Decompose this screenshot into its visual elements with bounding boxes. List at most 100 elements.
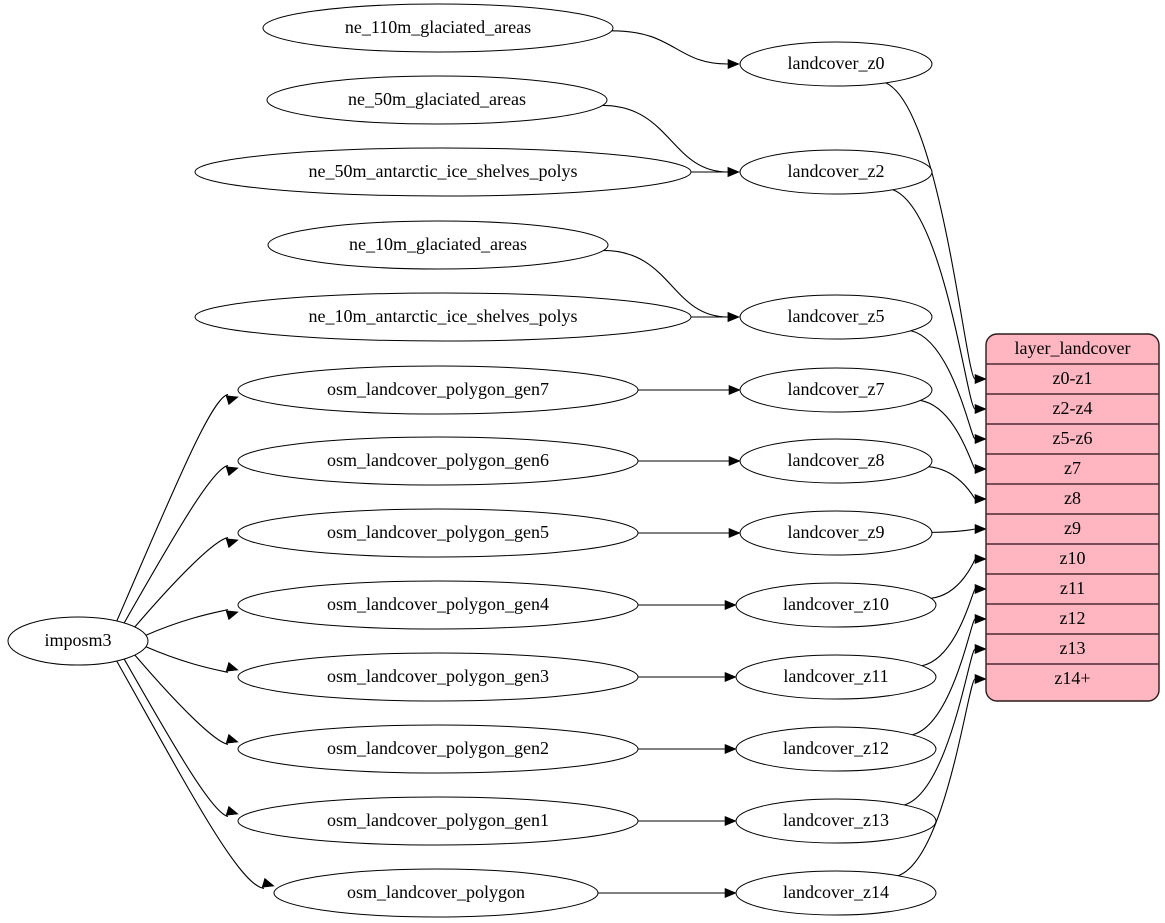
node-osm_landcover_polygon_gen5[interactable]: osm_landcover_polygon_gen5 xyxy=(237,508,639,558)
node-ne_110m_glaciated_areas[interactable]: ne_110m_glaciated_areas xyxy=(262,3,614,53)
node-label: landcover_z2 xyxy=(788,161,885,181)
edge-arrowhead xyxy=(974,613,987,625)
node-osm_landcover_polygon_gen6[interactable]: osm_landcover_polygon_gen6 xyxy=(237,436,639,486)
edge-ne_50m_glaciated_areas-to-landcover_z2 xyxy=(602,104,729,173)
node-osm_landcover_polygon_gen1[interactable]: osm_landcover_polygon_gen1 xyxy=(237,796,639,846)
node-shape xyxy=(237,796,639,846)
node-shape xyxy=(7,616,149,666)
node-landcover_z9[interactable]: landcover_z9 xyxy=(739,510,933,556)
edge-landcover_z13-to-table-row-9 xyxy=(904,648,976,806)
edge-arrowhead xyxy=(974,433,987,445)
node-osm_landcover_polygon_gen4[interactable]: osm_landcover_polygon_gen4 xyxy=(237,580,639,630)
node-landcover_z14[interactable]: landcover_z14 xyxy=(735,870,937,916)
node-osm_landcover_polygon[interactable]: osm_landcover_polygon xyxy=(273,868,599,918)
edge-arrowhead xyxy=(225,538,239,549)
node-shape xyxy=(237,580,639,630)
edge-arrowhead xyxy=(724,815,737,827)
node-label: landcover_z12 xyxy=(783,738,889,758)
node-landcover_z11[interactable]: landcover_z11 xyxy=(735,654,937,700)
edge-landcover_z11-to-table-row-7 xyxy=(921,588,976,667)
node-landcover_z2[interactable]: landcover_z2 xyxy=(739,149,933,195)
edge-arrowhead xyxy=(974,373,987,385)
node-label: osm_landcover_polygon_gen1 xyxy=(327,810,549,830)
node-osm_landcover_polygon_gen2[interactable]: osm_landcover_polygon_gen2 xyxy=(237,724,639,774)
edge-arrowhead xyxy=(974,493,987,505)
node-landcover_z12[interactable]: landcover_z12 xyxy=(735,726,937,772)
edge-landcover_z8-to-table-row-4 xyxy=(928,466,976,500)
edge-imposm3-to-osm_landcover_polygon_gen7 xyxy=(116,394,229,622)
edge-arrowhead xyxy=(225,661,239,672)
node-shape xyxy=(735,726,937,772)
edge-landcover_z14-to-table-row-10 xyxy=(897,678,976,877)
edge-arrowhead xyxy=(727,311,740,323)
node-ne_10m_glaciated_areas[interactable]: ne_10m_glaciated_areas xyxy=(267,220,609,270)
node-shape xyxy=(237,436,639,486)
node-label: landcover_z5 xyxy=(788,306,885,326)
edge-arrowhead xyxy=(728,384,741,396)
table-row-z14+[interactable]: z14+ xyxy=(1054,668,1090,688)
edge-landcover_z12-to-table-row-8 xyxy=(912,618,976,736)
edge-arrowhead xyxy=(728,455,741,467)
edge-landcover_z5-to-table-row-2 xyxy=(910,330,976,440)
edge-arrowhead xyxy=(974,583,987,595)
node-shape xyxy=(266,75,608,125)
node-shape xyxy=(262,3,614,53)
edge-arrowhead xyxy=(724,671,737,683)
node-label: ne_50m_glaciated_areas xyxy=(348,89,526,109)
node-label: landcover_z8 xyxy=(788,450,885,470)
node-shape xyxy=(194,292,692,342)
node-osm_landcover_polygon_gen3[interactable]: osm_landcover_polygon_gen3 xyxy=(237,652,639,702)
edge-imposm3-to-osm_landcover_polygon_gen4 xyxy=(145,609,229,636)
node-label: landcover_z9 xyxy=(788,522,885,542)
table-row-z10[interactable]: z10 xyxy=(1060,548,1086,568)
table-row-z7[interactable]: z7 xyxy=(1064,458,1081,478)
edge-imposm3-to-osm_landcover_polygon_gen2 xyxy=(134,654,229,745)
edge-arrowhead xyxy=(974,523,987,535)
node-shape xyxy=(739,294,933,340)
node-shape xyxy=(735,654,937,700)
node-shape xyxy=(739,41,933,87)
node-label: osm_landcover_polygon_gen5 xyxy=(327,522,549,542)
node-label: osm_landcover_polygon_gen3 xyxy=(327,666,549,686)
edge-arrowhead xyxy=(974,463,987,475)
edge-imposm3-to-osm_landcover_polygon_gen3 xyxy=(145,646,229,673)
edges-layer xyxy=(116,30,987,899)
node-ne_10m_antarctic_ice_shelves_polys[interactable]: ne_10m_antarctic_ice_shelves_polys xyxy=(194,292,692,342)
edge-landcover_z7-to-table-row-3 xyxy=(920,399,976,470)
node-landcover_z7[interactable]: landcover_z7 xyxy=(739,367,933,413)
edge-arrowhead xyxy=(225,466,239,477)
table-row-z0-z1[interactable]: z0-z1 xyxy=(1053,368,1093,388)
edge-imposm3-to-osm_landcover_polygon_gen5 xyxy=(134,537,229,628)
node-label: imposm3 xyxy=(44,630,111,650)
table-row-z9[interactable]: z9 xyxy=(1064,518,1081,538)
table-row-z8[interactable]: z8 xyxy=(1064,488,1081,508)
table-layer-landcover[interactable]: layer_landcoverz0-z1z2-z4z5-z6z7z8z9z10z… xyxy=(985,333,1160,702)
layer-landcover-table: layer_landcoverz0-z1z2-z4z5-z6z7z8z9z10z… xyxy=(985,333,1160,702)
node-label: landcover_z0 xyxy=(788,53,885,73)
node-label: ne_110m_glaciated_areas xyxy=(345,17,531,37)
node-shape xyxy=(273,868,599,918)
node-label: ne_10m_glaciated_areas xyxy=(349,234,527,254)
node-landcover_z5[interactable]: landcover_z5 xyxy=(739,294,933,340)
node-imposm3[interactable]: imposm3 xyxy=(7,616,149,666)
table-row-z13[interactable]: z13 xyxy=(1060,638,1086,658)
edge-landcover_z9-to-table-row-5 xyxy=(931,528,976,533)
node-landcover_z0[interactable]: landcover_z0 xyxy=(739,41,933,87)
table-row-z12[interactable]: z12 xyxy=(1060,608,1086,628)
edge-arrowhead xyxy=(974,673,987,685)
node-landcover_z10[interactable]: landcover_z10 xyxy=(735,582,937,628)
node-ne_50m_antarctic_ice_shelves_polys[interactable]: ne_50m_antarctic_ice_shelves_polys xyxy=(194,147,692,197)
edge-arrowhead xyxy=(724,887,737,899)
node-landcover_z8[interactable]: landcover_z8 xyxy=(739,438,933,484)
table-row-z2-z4[interactable]: z2-z4 xyxy=(1053,398,1093,418)
node-shape xyxy=(739,438,933,484)
edge-imposm3-to-osm_landcover_polygon xyxy=(116,660,265,889)
edge-arrowhead xyxy=(727,166,740,178)
node-ne_50m_glaciated_areas[interactable]: ne_50m_glaciated_areas xyxy=(266,75,608,125)
node-landcover_z13[interactable]: landcover_z13 xyxy=(735,798,937,844)
node-osm_landcover_polygon_gen7[interactable]: osm_landcover_polygon_gen7 xyxy=(237,365,639,415)
table-row-z11[interactable]: z11 xyxy=(1060,578,1085,598)
node-label: ne_50m_antarctic_ice_shelves_polys xyxy=(309,161,578,181)
table-row-z5-z6[interactable]: z5-z6 xyxy=(1053,428,1093,448)
